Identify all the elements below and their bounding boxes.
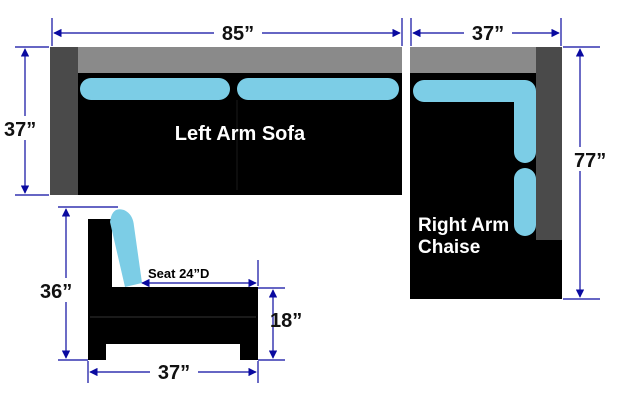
chaise-corner-cushion (413, 80, 536, 163)
left-arm-sofa-top-view: Left Arm Sofa (50, 47, 402, 195)
chaise-width-label-bg (464, 22, 512, 44)
sofa-back-cushion-left (80, 78, 230, 100)
sofa-arm (50, 47, 78, 195)
chaise-label-line2: Chaise (418, 237, 480, 258)
profile-height-label: 36” (40, 281, 72, 303)
profile-back-cushion (110, 209, 142, 287)
right-arm-chaise-top-view: Right Arm Chaise (410, 47, 562, 299)
sofa-back (50, 47, 402, 73)
chaise-width-label: 37” (472, 23, 504, 45)
profile-back (88, 219, 112, 289)
chaise-label-line1: Right Arm (418, 215, 509, 236)
sofa-depth-label: 37” (4, 119, 36, 141)
sofa-width-label-bg (214, 22, 262, 44)
sofa-back-cushion-right (237, 78, 399, 100)
profile-depth-label-bg (150, 360, 198, 384)
profile-base (88, 287, 258, 344)
chaise-side-cushion (514, 168, 536, 236)
chaise-arm (536, 47, 562, 240)
profile-leg-back (240, 342, 258, 360)
side-profile-view: Seat 24”D (88, 209, 258, 360)
seat-height-label: 18” (270, 310, 302, 332)
profile-leg-front (88, 342, 106, 360)
sofa-depth-label-bg (2, 116, 46, 140)
sofa-width-label: 85” (222, 23, 254, 45)
chaise-length-label: 77” (574, 150, 606, 172)
profile-height-label-bg (38, 278, 82, 302)
sofa-label: Left Arm Sofa (175, 123, 306, 145)
profile-depth-label: 37” (158, 362, 190, 384)
seat-depth-label: Seat 24”D (148, 266, 209, 281)
chaise-length-label-bg (573, 147, 618, 171)
